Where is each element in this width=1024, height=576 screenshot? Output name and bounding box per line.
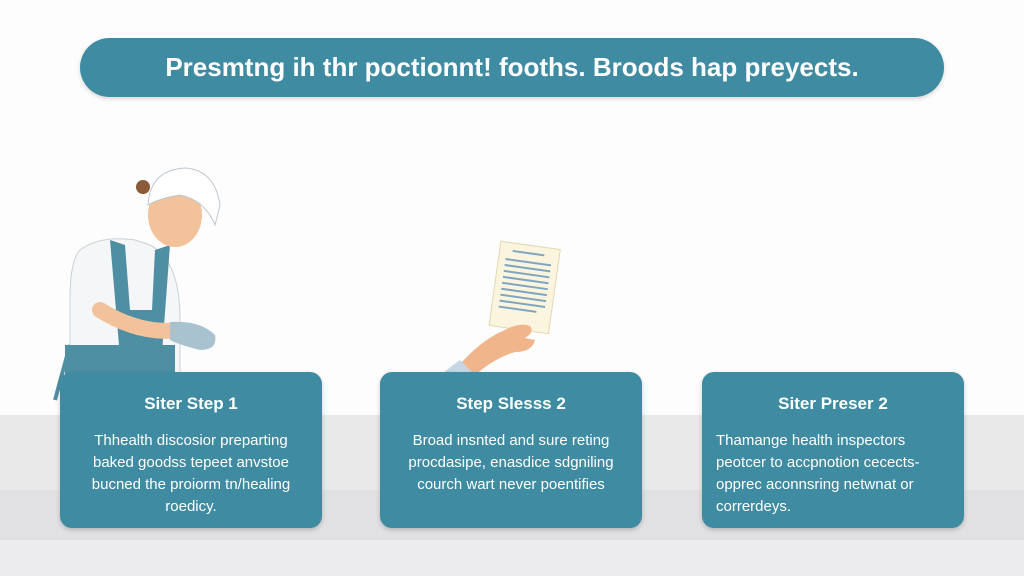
step-body: Thamange health inspectors peotcer to ac… bbox=[716, 432, 920, 515]
step-body: Broad insnted and sure reting procdasipe… bbox=[408, 432, 614, 493]
chef-illustration bbox=[53, 167, 221, 401]
step-title: Step Slesss 2 bbox=[456, 394, 566, 413]
banner-title: Presmtng ih thr poctionnt! fooths. Brood… bbox=[165, 52, 859, 82]
step-body: Thhealth discosior preparting baked good… bbox=[91, 432, 291, 515]
title-banner: Presmtng ih thr poctionnt! fooths. Brood… bbox=[80, 38, 944, 97]
floor-bottom bbox=[0, 540, 1024, 576]
step-card-3: Siter Preser 2 Thamange health inspector… bbox=[702, 372, 964, 528]
step-card-1: Siter Step 1 Thhealth discosior preparti… bbox=[60, 372, 322, 528]
step-title: Siter Step 1 bbox=[144, 394, 238, 413]
step-title: Siter Preser 2 bbox=[778, 394, 888, 413]
hand-document-illustration bbox=[440, 240, 561, 375]
step-card-2: Step Slesss 2 Broad insnted and sure ret… bbox=[380, 372, 642, 528]
